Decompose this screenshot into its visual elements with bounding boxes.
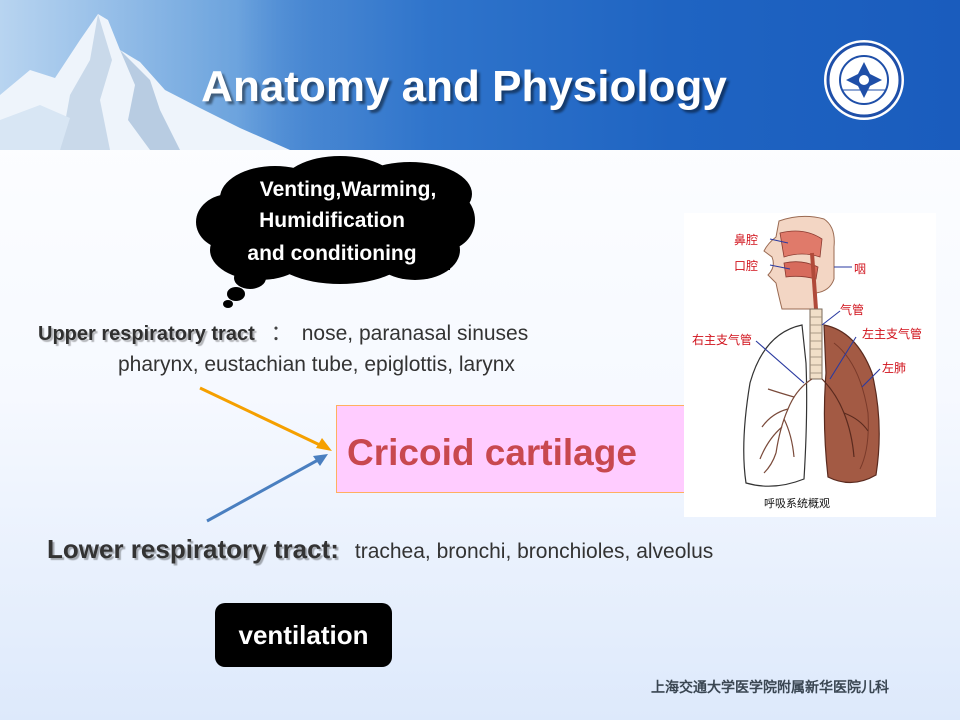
anatomy-label-right-bronchus: 右主支气管	[692, 333, 753, 347]
upper-tract-row: Upper respiratory tract ： nose, paranasal …	[38, 317, 528, 347]
upper-tract-label: Upper respiratory tract	[38, 323, 255, 345]
anatomy-caption: 呼吸系统概观	[764, 497, 830, 510]
lower-tract-label: Lower respiratory tract:	[47, 534, 339, 564]
anatomy-label-pharynx: 咽	[854, 262, 867, 276]
upper-tract-arrowhead	[316, 438, 332, 451]
cloud-text-line-3: and conditioning	[247, 242, 417, 265]
hospital-logo	[824, 40, 904, 120]
anatomy-label-oral-cavity: 口腔	[734, 259, 759, 273]
respiratory-anatomy-drawing	[743, 215, 881, 487]
upper-tract-separator: ：	[270, 322, 292, 345]
anatomy-label-left-lung: 左肺	[882, 361, 907, 375]
anatomy-label-nasal-cavity: 鼻腔	[734, 233, 759, 247]
cloud-text-line-2: Humidification	[259, 209, 405, 232]
lower-tract-row: Lower respiratory tract: trachea, bronchi…	[47, 534, 713, 565]
thought-cloud	[196, 156, 475, 308]
respiratory-anatomy-figure: 鼻腔 口腔 咽 气管 右主支气管 左主支气管 左肺 呼吸系统概观	[684, 213, 936, 517]
cricoid-cartilage-box: Cricoid cartilage	[336, 405, 686, 493]
footer-institution-text: 上海交通大学医学院附属新华医院儿科	[651, 680, 889, 696]
lower-tract-items: trachea, bronchi, bronchioles, alveolus	[354, 540, 714, 563]
lower-tract-arrowhead	[313, 454, 328, 466]
cricoid-cartilage-label: Cricoid cartilage	[347, 432, 637, 473]
upper-tract-arrow	[199, 386, 323, 448]
header-banner: Anatomy and Physiology	[0, 0, 960, 150]
upper-tract-items-line-1: nose, paranasal sinuses	[301, 322, 529, 345]
anatomy-label-left-bronchus: 左主支气管	[862, 327, 923, 341]
mountain-image	[0, 0, 340, 150]
upper-tract-items-line-2: pharynx, eustachian tube, epiglottis, la…	[118, 353, 515, 376]
anatomy-label-trachea: 气管	[840, 303, 865, 317]
page-title: Anatomy and Physiology	[201, 62, 727, 111]
cloud-text-line-1: Venting,Warming,	[259, 178, 437, 201]
ventilation-box: ventilation	[215, 603, 392, 667]
lower-tract-arrow	[206, 458, 319, 523]
